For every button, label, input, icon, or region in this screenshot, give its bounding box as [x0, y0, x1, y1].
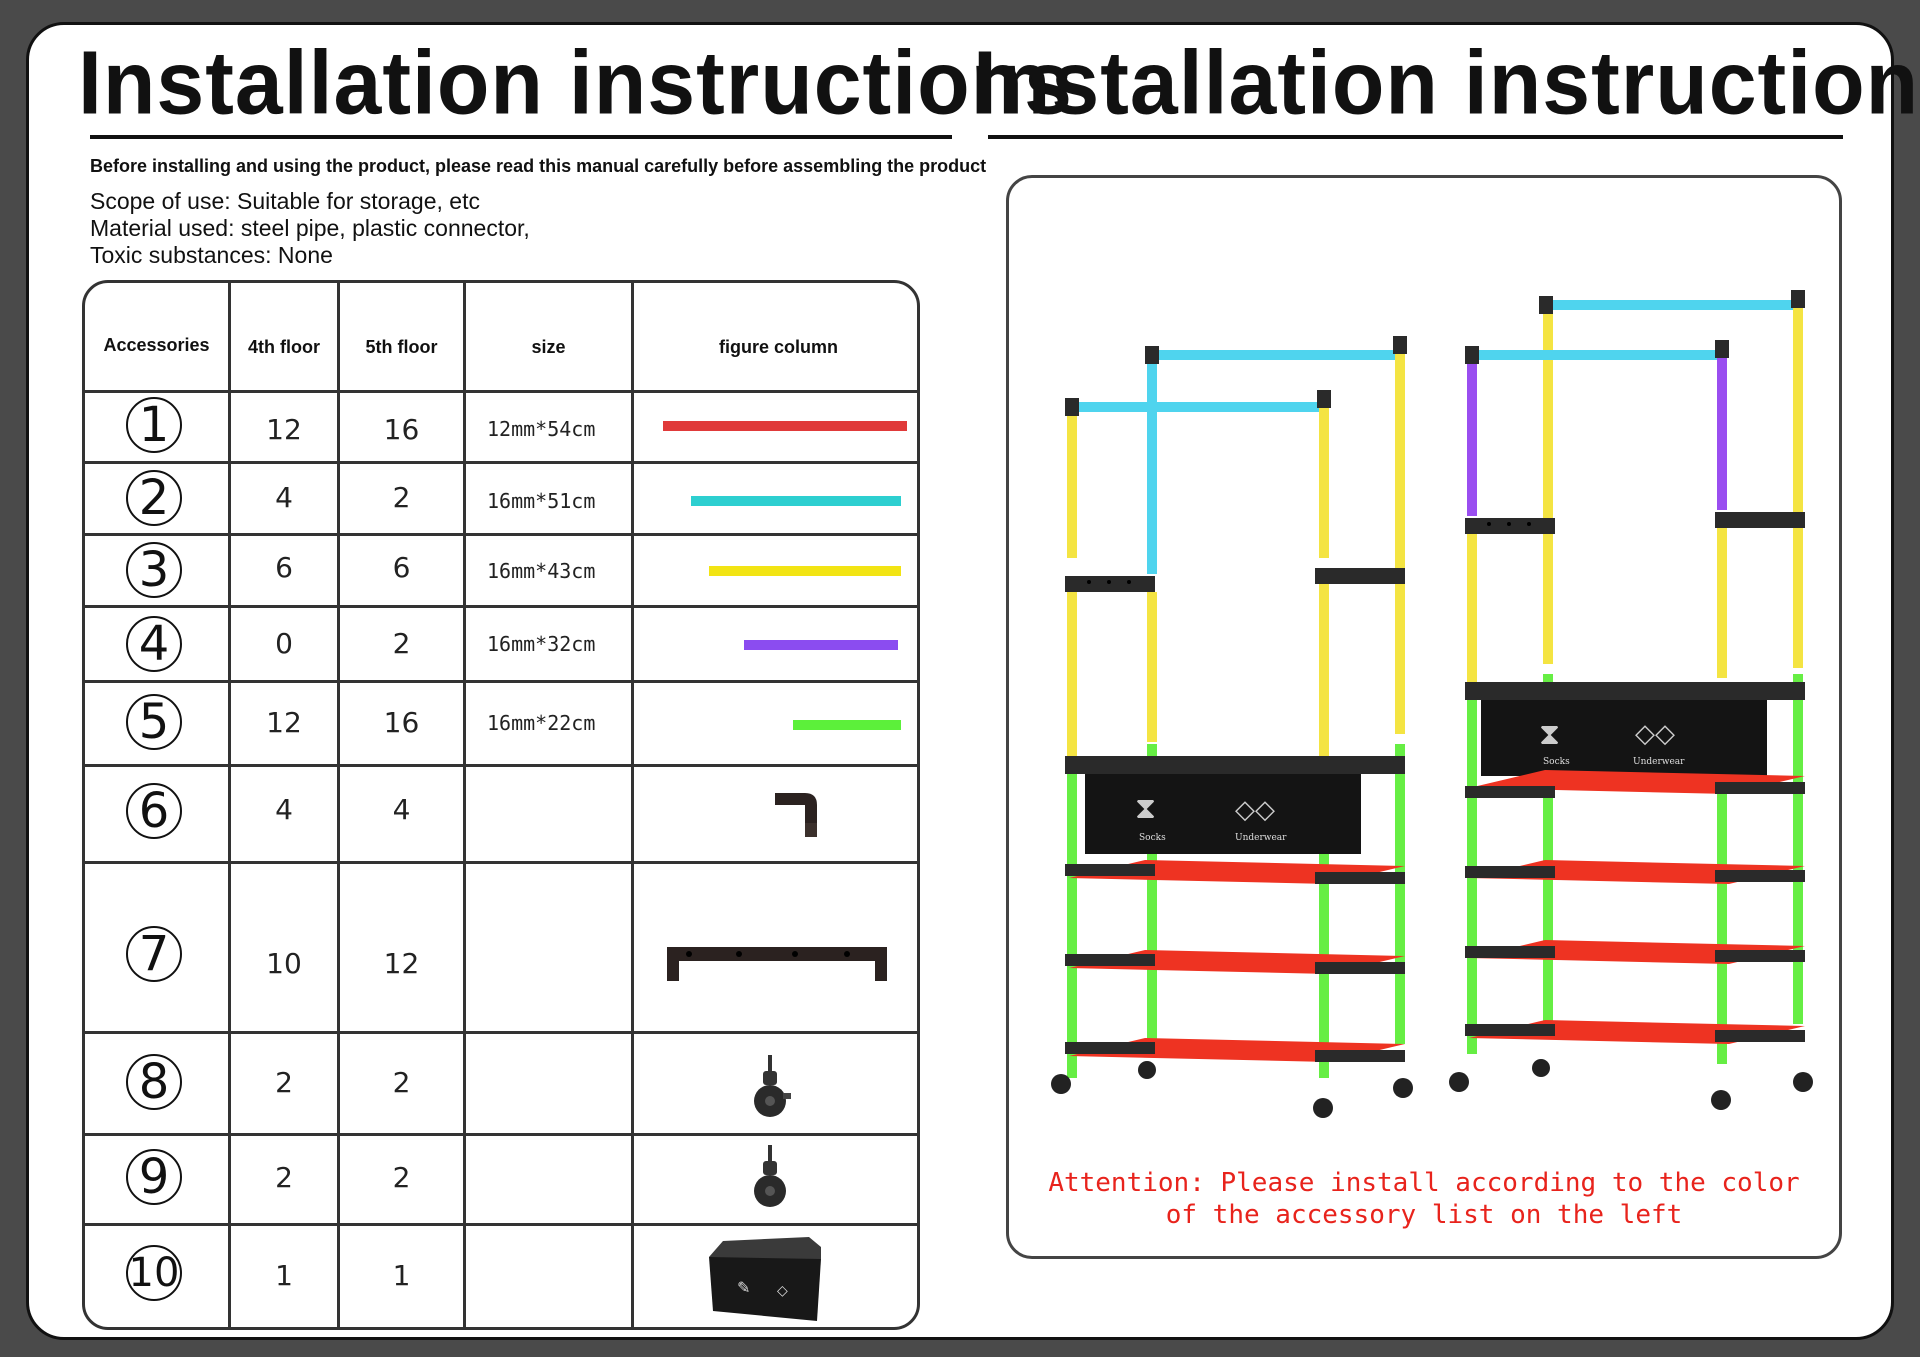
illustration-panel: Socks Underwear ⧗ ◇◇ — [1006, 175, 1842, 1259]
toxic-substances: Toxic substances: None — [90, 242, 333, 268]
qty-5th-floor: 2 — [392, 1161, 411, 1194]
qty-4th-floor: 4 — [275, 481, 293, 514]
qty-4th-floor: 10 — [266, 947, 302, 980]
green-tube-swatch — [793, 720, 901, 730]
qty-5th-floor: 16 — [383, 706, 420, 739]
qty-5th-floor: 12 — [383, 947, 420, 980]
col-divider — [337, 283, 340, 1327]
qty-4th-floor: 1 — [275, 1259, 293, 1292]
svg-text:Underwear: Underwear — [1235, 833, 1287, 843]
accessory-number: 4 — [126, 616, 182, 672]
svg-text:◇◇: ◇◇ — [1635, 719, 1675, 749]
accessory-number: 6 — [126, 783, 182, 839]
svg-text:◇◇: ◇◇ — [1235, 795, 1275, 825]
attention-line-1: Attention: Please install according to t… — [1048, 1168, 1800, 1198]
elbow-connector-icon — [775, 793, 817, 837]
accessory-number: 7 — [126, 926, 182, 982]
svg-text:⧗: ⧗ — [1135, 791, 1156, 826]
qty-4th-floor: 2 — [275, 1161, 293, 1194]
accessory-number: 9 — [126, 1149, 182, 1205]
cyan-tube-swatch — [691, 496, 901, 506]
material-used: Material used: steel pipe, plastic conne… — [90, 215, 530, 241]
accessory-number: 5 — [126, 694, 182, 750]
row-divider — [85, 605, 917, 608]
caster-wheel-icon — [754, 1145, 786, 1207]
svg-text:Socks: Socks — [1139, 833, 1166, 843]
svg-text:Underwear: Underwear — [1633, 757, 1685, 767]
row-divider — [85, 1031, 917, 1034]
svg-text:✎: ✎ — [737, 1278, 750, 1297]
header-size: size — [531, 337, 566, 357]
title-right: Installation instructions — [973, 32, 1920, 134]
red-tube-swatch — [663, 421, 907, 431]
caster-wheel-icon — [754, 1055, 791, 1117]
accessory-number: 8 — [126, 1054, 182, 1110]
col-divider — [463, 283, 466, 1327]
svg-text:⧗: ⧗ — [1539, 717, 1560, 752]
title-rule-right — [988, 135, 1843, 139]
qty-4th-floor: 0 — [275, 627, 293, 660]
title-left: Installation instructions — [78, 32, 1073, 134]
svg-text:◇: ◇ — [777, 1283, 788, 1299]
qty-5th-floor: 2 — [392, 481, 411, 514]
svg-text:Socks: Socks — [1543, 757, 1570, 767]
accessory-number: 3 — [126, 542, 182, 598]
accessories-table: Accessories 4th floor 5th floor size fig… — [82, 280, 920, 1330]
qty-5th-floor: 1 — [392, 1259, 411, 1292]
accessory-number: 1 — [126, 397, 182, 453]
purple-tube-swatch — [744, 640, 898, 650]
row-divider — [85, 861, 917, 864]
qty-5th-floor: 4 — [392, 793, 411, 826]
storage-box-icon: ✎ ◇ — [709, 1237, 821, 1321]
row-divider — [85, 1133, 917, 1136]
qty-5th-floor: 16 — [383, 413, 420, 446]
qty-4th-floor: 2 — [275, 1066, 293, 1099]
qty-5th-floor: 2 — [392, 1066, 411, 1099]
qty-4th-floor: 4 — [275, 793, 293, 826]
attention-line-2: of the accessory list on the left — [1165, 1200, 1683, 1230]
row-divider — [85, 533, 917, 536]
intro-note: Before installing and using the product,… — [90, 156, 987, 176]
col-divider — [631, 283, 634, 1327]
qty-5th-floor: 2 — [392, 627, 411, 660]
header-4th-floor: 4th floor — [248, 337, 320, 357]
qty-4th-floor: 12 — [266, 413, 302, 446]
qty-4th-floor: 6 — [275, 551, 293, 584]
size-spec: 16mm*43cm — [487, 559, 596, 583]
accessory-number: 2 — [126, 470, 182, 526]
crossbar-connector-icon — [667, 947, 887, 981]
col-divider — [228, 283, 231, 1327]
rack-four-tier: Socks Underwear ⧗ ◇◇ — [1051, 336, 1413, 1118]
row-divider — [85, 1223, 917, 1226]
row-divider — [85, 390, 917, 393]
header-figure-column: figure column — [718, 337, 838, 357]
rack-five-tier: Socks Underwear ⧗ ◇◇ — [1449, 290, 1813, 1110]
yellow-tube-swatch — [709, 566, 901, 576]
header-5th-floor: 5th floor — [365, 337, 438, 357]
qty-4th-floor: 12 — [266, 706, 302, 739]
shelf-rack-illustration: Socks Underwear ⧗ ◇◇ — [1051, 290, 1813, 1118]
title-rule-left — [90, 135, 952, 139]
size-spec: 16mm*51cm — [487, 489, 596, 513]
qty-5th-floor: 6 — [392, 551, 411, 584]
scope-of-use: Scope of use: Suitable for storage, etc — [90, 188, 480, 214]
accessory-number: 10 — [126, 1245, 182, 1301]
row-divider — [85, 680, 917, 683]
header-accessories: Accessories — [103, 335, 210, 355]
size-spec: 12mm*54cm — [487, 417, 596, 441]
row-divider — [85, 461, 917, 464]
size-spec: 16mm*32cm — [487, 632, 596, 656]
row-divider — [85, 764, 917, 767]
size-spec: 16mm*22cm — [487, 711, 596, 735]
